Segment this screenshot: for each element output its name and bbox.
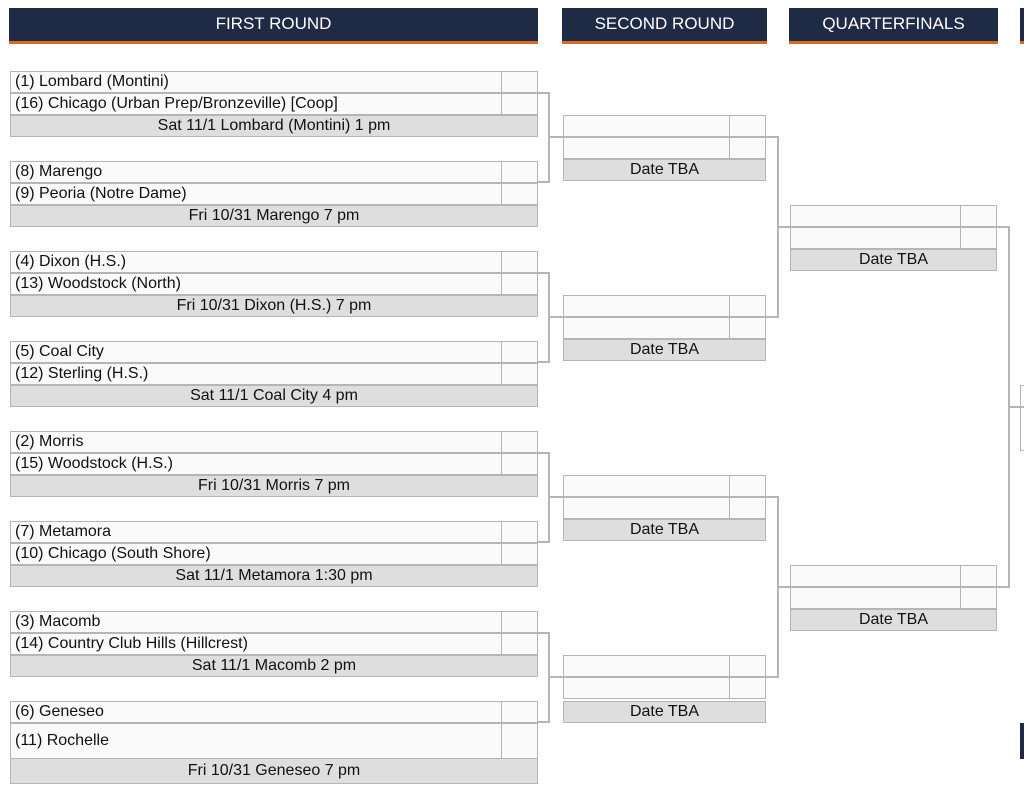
score-cell bbox=[729, 138, 765, 158]
team-name: (11) Rochelle bbox=[15, 732, 109, 749]
first-round-team-b[interactable]: (12) Sterling (H.S.) bbox=[10, 363, 538, 385]
score-cell bbox=[501, 184, 537, 204]
second-round-slot[interactable] bbox=[563, 655, 766, 677]
team-name: (13) Woodstock (North) bbox=[15, 275, 181, 292]
second-round-game-info: Date TBA bbox=[563, 519, 766, 541]
first-round-team-a[interactable]: (7) Metamora bbox=[10, 521, 538, 543]
team-name: (7) Metamora bbox=[15, 523, 112, 540]
score-cell bbox=[729, 116, 765, 136]
team-name: (10) Chicago (South Shore) bbox=[15, 545, 211, 562]
team-name: (15) Woodstock (H.S.) bbox=[15, 455, 173, 472]
second-round-slot[interactable] bbox=[563, 475, 766, 497]
first-round-team-a[interactable]: (8) Marengo bbox=[10, 161, 538, 183]
second-round-slot[interactable] bbox=[563, 295, 766, 317]
semifinal-slot-partial bbox=[1020, 385, 1024, 451]
quarterfinal-slot[interactable] bbox=[790, 565, 997, 587]
team-name: (3) Macomb bbox=[15, 613, 101, 630]
first-round-team-b[interactable]: (15) Woodstock (H.S.) bbox=[10, 453, 538, 475]
score-cell bbox=[501, 702, 537, 722]
score-cell bbox=[501, 612, 537, 632]
score-cell bbox=[501, 252, 537, 272]
first-round-team-b[interactable]: (11) Rochelle bbox=[10, 723, 538, 759]
score-cell bbox=[501, 454, 537, 474]
header-second-round: SECOND ROUND bbox=[562, 8, 767, 44]
team-name: (6) Geneseo bbox=[15, 703, 104, 720]
score-cell bbox=[729, 498, 765, 518]
score-cell bbox=[501, 94, 537, 114]
score-cell bbox=[501, 274, 537, 294]
first-round-team-b[interactable]: (14) Country Club Hills (Hillcrest) bbox=[10, 633, 538, 655]
second-round-slot[interactable] bbox=[563, 677, 766, 699]
first-round-game-info: Fri 10/31 Geneseo 7 pm bbox=[10, 758, 538, 784]
first-round-team-a[interactable]: (4) Dixon (H.S.) bbox=[10, 251, 538, 273]
second-round-slot[interactable] bbox=[563, 115, 766, 137]
second-round-game-info: Date TBA bbox=[563, 701, 766, 723]
second-round-slot[interactable] bbox=[563, 137, 766, 159]
team-name: (5) Coal City bbox=[15, 343, 104, 360]
second-round-slot[interactable] bbox=[563, 317, 766, 339]
team-name: (14) Country Club Hills (Hillcrest) bbox=[15, 635, 248, 652]
team-name: (2) Morris bbox=[15, 433, 84, 450]
score-cell bbox=[501, 432, 537, 452]
lower-header-partial bbox=[1020, 723, 1024, 759]
team-name: (1) Lombard (Montini) bbox=[15, 73, 169, 90]
team-name: (8) Marengo bbox=[15, 163, 103, 180]
quarterfinal-game-info: Date TBA bbox=[790, 249, 997, 271]
first-round-game-info: Sat 11/1 Lombard (Montini) 1 pm bbox=[10, 115, 538, 137]
quarterfinal-slot[interactable] bbox=[790, 227, 997, 249]
first-round-game-info: Fri 10/31 Marengo 7 pm bbox=[10, 205, 538, 227]
score-cell bbox=[960, 206, 996, 226]
quarterfinal-game-info: Date TBA bbox=[790, 609, 997, 631]
first-round-game-info: Sat 11/1 Macomb 2 pm bbox=[10, 655, 538, 677]
first-round-team-b[interactable]: (9) Peoria (Notre Dame) bbox=[10, 183, 538, 205]
score-cell bbox=[729, 296, 765, 316]
quarterfinal-slot[interactable] bbox=[790, 205, 997, 227]
header-semifinals-partial bbox=[1020, 8, 1024, 44]
first-round-team-a[interactable]: (6) Geneseo bbox=[10, 701, 538, 723]
score-cell bbox=[501, 522, 537, 542]
first-round-game-info: Sat 11/1 Metamora 1:30 pm bbox=[10, 565, 538, 587]
first-round-team-b[interactable]: (10) Chicago (South Shore) bbox=[10, 543, 538, 565]
score-cell bbox=[729, 476, 765, 496]
team-name: (16) Chicago (Urban Prep/Bronzeville) [C… bbox=[15, 95, 338, 112]
score-cell bbox=[501, 162, 537, 182]
score-cell bbox=[501, 544, 537, 564]
header-quarterfinals: QUARTERFINALS bbox=[789, 8, 998, 44]
first-round-team-b[interactable]: (16) Chicago (Urban Prep/Bronzeville) [C… bbox=[10, 93, 538, 115]
second-round-game-info: Date TBA bbox=[563, 159, 766, 181]
first-round-team-a[interactable]: (1) Lombard (Montini) bbox=[10, 71, 538, 93]
score-cell bbox=[960, 588, 996, 608]
team-name: (9) Peoria (Notre Dame) bbox=[15, 185, 187, 202]
first-round-team-a[interactable]: (3) Macomb bbox=[10, 611, 538, 633]
score-cell bbox=[501, 634, 537, 654]
first-round-game-info: Sat 11/1 Coal City 4 pm bbox=[10, 385, 538, 407]
first-round-game-info: Fri 10/31 Morris 7 pm bbox=[10, 475, 538, 497]
second-round-slot[interactable] bbox=[563, 497, 766, 519]
score-cell bbox=[501, 72, 537, 92]
first-round-game-info: Fri 10/31 Dixon (H.S.) 7 pm bbox=[10, 295, 538, 317]
score-cell bbox=[501, 342, 537, 362]
first-round-team-a[interactable]: (2) Morris bbox=[10, 431, 538, 453]
score-cell bbox=[729, 678, 765, 698]
score-cell bbox=[501, 724, 537, 758]
score-cell bbox=[729, 656, 765, 676]
score-cell bbox=[960, 228, 996, 248]
header-first-round: FIRST ROUND bbox=[9, 8, 538, 44]
score-cell bbox=[960, 566, 996, 586]
quarterfinal-slot[interactable] bbox=[790, 587, 997, 609]
team-name: (12) Sterling (H.S.) bbox=[15, 365, 149, 382]
second-round-game-info: Date TBA bbox=[563, 339, 766, 361]
first-round-team-b[interactable]: (13) Woodstock (North) bbox=[10, 273, 538, 295]
score-cell bbox=[729, 318, 765, 338]
score-cell bbox=[501, 364, 537, 384]
team-name: (4) Dixon (H.S.) bbox=[15, 253, 127, 270]
first-round-team-a[interactable]: (5) Coal City bbox=[10, 341, 538, 363]
